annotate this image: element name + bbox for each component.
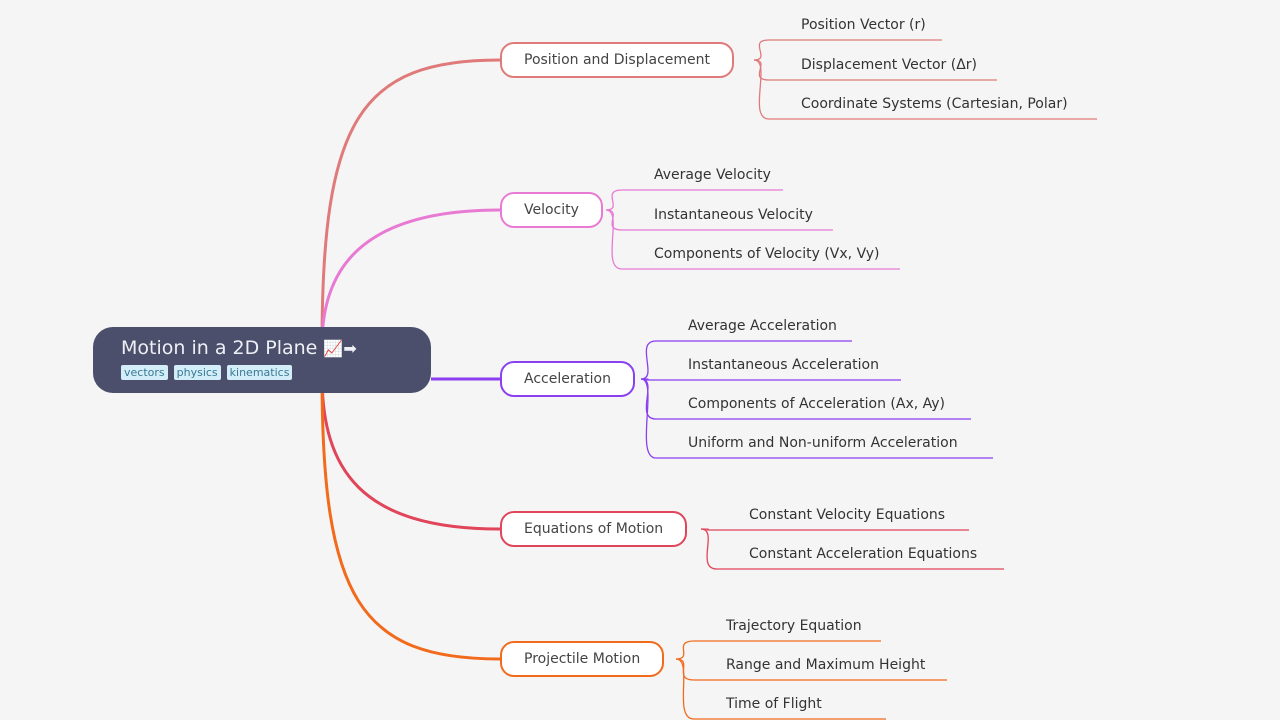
tag[interactable]: vectors — [121, 365, 168, 380]
leaf-node[interactable]: Constant Velocity Equations — [749, 507, 946, 523]
leaf-node[interactable]: Coordinate Systems (Cartesian, Polar) — [801, 96, 1068, 112]
root-title: Motion in a 2D Plane — [121, 337, 318, 359]
leaf-connector — [640, 378, 993, 459]
leaf-connector — [605, 209, 833, 231]
branch-node[interactable]: Position and Displacement — [500, 42, 734, 78]
leaf-connector — [753, 59, 997, 81]
tag[interactable]: kinematics — [226, 365, 293, 380]
leaf-connector — [753, 39, 942, 61]
tag-list: vectors physics kinematics — [121, 365, 431, 380]
branch-node[interactable]: Velocity — [500, 192, 603, 228]
leaf-connector — [605, 209, 900, 270]
branch-connector — [320, 374, 501, 661]
leaf-node[interactable]: Constant Acceleration Equations — [749, 546, 978, 562]
branch-connector — [320, 58, 501, 346]
leaf-node[interactable]: Displacement Vector (Δr) — [801, 57, 978, 73]
leaf-node[interactable]: Average Velocity — [654, 167, 771, 183]
leaf-node[interactable]: Trajectory Equation — [726, 618, 862, 634]
leaf-node[interactable]: Instantaneous Acceleration — [688, 357, 879, 373]
branch-node[interactable]: Equations of Motion — [500, 511, 688, 547]
leaf-node[interactable]: Position Vector (r) — [801, 17, 926, 33]
branch-connector — [320, 374, 501, 531]
root-title-row: Motion in a 2D Plane 📈➡ — [121, 335, 431, 362]
leaf-connector — [675, 658, 886, 720]
leaf-connector — [700, 528, 969, 531]
leaf-connector — [605, 189, 783, 211]
branch-node[interactable]: Acceleration — [500, 361, 635, 397]
leaf-connector — [640, 378, 901, 381]
leaf-node[interactable]: Average Acceleration — [688, 318, 837, 334]
leaf-node[interactable]: Range and Maximum Height — [726, 657, 926, 673]
leaf-node[interactable]: Uniform and Non-uniform Acceleration — [688, 435, 958, 451]
chart-arrow-emoji-icon: 📈➡ — [323, 339, 357, 358]
branch-connector — [320, 208, 501, 346]
leaf-node[interactable]: Components of Acceleration (Ax, Ay) — [688, 396, 946, 412]
leaf-connector — [640, 378, 971, 420]
leaf-connector — [700, 528, 1004, 570]
leaf-node[interactable]: Time of Flight — [726, 696, 822, 712]
branch-node[interactable]: Projectile Motion — [500, 641, 665, 677]
leaf-connector — [640, 340, 852, 380]
leaf-node[interactable]: Instantaneous Velocity — [654, 207, 813, 223]
tag[interactable]: physics — [173, 365, 221, 380]
root-node[interactable]: Motion in a 2D Plane 📈➡ vectors physics … — [93, 327, 431, 393]
leaf-connector — [675, 640, 881, 660]
leaf-connector — [753, 59, 1097, 120]
leaf-node[interactable]: Components of Velocity (Vx, Vy) — [654, 246, 880, 262]
